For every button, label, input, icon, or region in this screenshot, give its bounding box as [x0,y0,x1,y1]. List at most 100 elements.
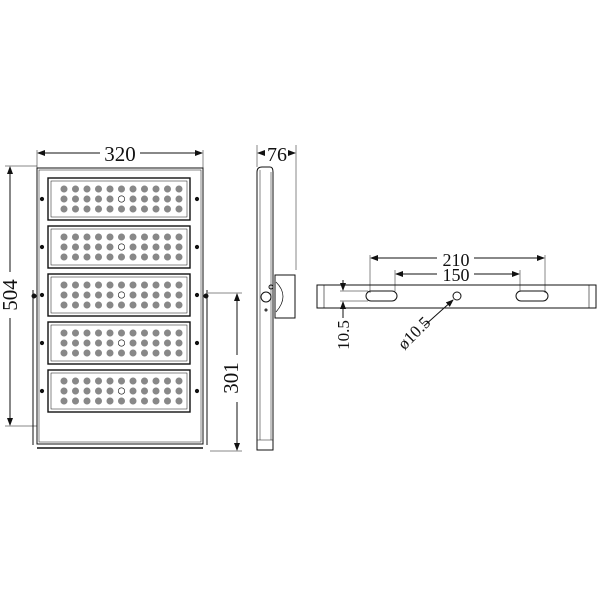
led-icon [83,243,91,251]
led-icon [106,301,114,309]
led-icon [83,349,91,357]
dimension-slot-width: 10.5 [334,280,368,350]
led-icon [83,253,91,261]
led-icon [60,195,68,203]
led-icon [164,253,172,261]
led-icon [95,387,103,395]
led-icon [60,243,68,251]
led-module [47,225,191,269]
led-icon [60,233,68,241]
led-icon [95,205,103,213]
led-icon [129,397,137,405]
led-icon [95,377,103,385]
led-icon [175,253,183,261]
led-icon [60,185,68,193]
led-icon [106,195,114,203]
led-icon [106,291,114,299]
led-icon [72,339,80,347]
led-icon [129,185,137,193]
led-icon [118,301,126,309]
led-icon [118,185,126,193]
led-icon [60,301,68,309]
led-icon [95,339,103,347]
led-icon [141,349,149,357]
led-icon [164,233,172,241]
led-icon [72,301,80,309]
mount-bracket [274,274,296,319]
led-icon [72,349,80,357]
led-icon [83,291,91,299]
led-icon [175,185,183,193]
led-icon [95,329,103,337]
led-icon [175,387,183,395]
dimension-label: 504 [0,279,22,311]
led-icon [60,291,68,299]
pivot-icon [260,291,272,303]
led-icon [129,233,137,241]
led-icon [72,397,80,405]
led-icon [141,291,149,299]
led-icon [175,329,183,337]
led-icon [83,195,91,203]
dimension-label: ø10.5 [394,313,434,353]
led-icon [152,205,160,213]
led-icon [83,233,91,241]
led-icon [106,205,114,213]
dimension-height: 504 [0,165,37,427]
led-icon [83,205,91,213]
led-icon [175,243,183,251]
led-icon [60,339,68,347]
led-icon [129,329,137,337]
dimension-pivot-height: 301 [208,292,243,452]
led-icon [106,397,114,405]
side-view [256,166,296,451]
led-icon [95,185,103,193]
housing-outline [36,167,204,445]
led-icon [95,301,103,309]
led-icon [141,329,149,337]
led-icon [175,205,183,213]
bracket-view [316,284,597,309]
dimension-label: 320 [104,142,136,166]
led-icon [152,253,160,261]
led-icon [60,253,68,261]
led-icon [118,377,126,385]
led-icon [83,329,91,337]
led-icon [83,281,91,289]
led-icon [95,291,103,299]
led-icon [72,387,80,395]
led-icon [141,253,149,261]
led-icon [106,349,114,357]
led-icon [129,243,137,251]
led-icon [72,329,80,337]
led-icon [118,329,126,337]
dimension-label: 76 [267,144,287,166]
led-icon [83,397,91,405]
led-icon [141,339,149,347]
led-icon [72,195,80,203]
led-icon [118,253,126,261]
led-icon [72,377,80,385]
led-icon [141,233,149,241]
led-icon [175,349,183,357]
led-icon [175,377,183,385]
led-icon [118,233,126,241]
dimension-slot-outer: 210 [369,250,546,293]
led-icon [175,233,183,241]
led-icon [129,205,137,213]
led-icon [95,281,103,289]
led-icon [152,377,160,385]
led-icon [152,397,160,405]
led-icon [106,233,114,241]
led-icon [129,281,137,289]
led-icon [164,339,172,347]
led-icon [164,195,172,203]
led-icon [164,301,172,309]
led-icon [141,195,149,203]
led-icon [164,349,172,357]
led-icon [129,339,137,347]
led-icon [129,387,137,395]
led-icon [164,281,172,289]
led-icon [83,185,91,193]
led-icon [141,387,149,395]
